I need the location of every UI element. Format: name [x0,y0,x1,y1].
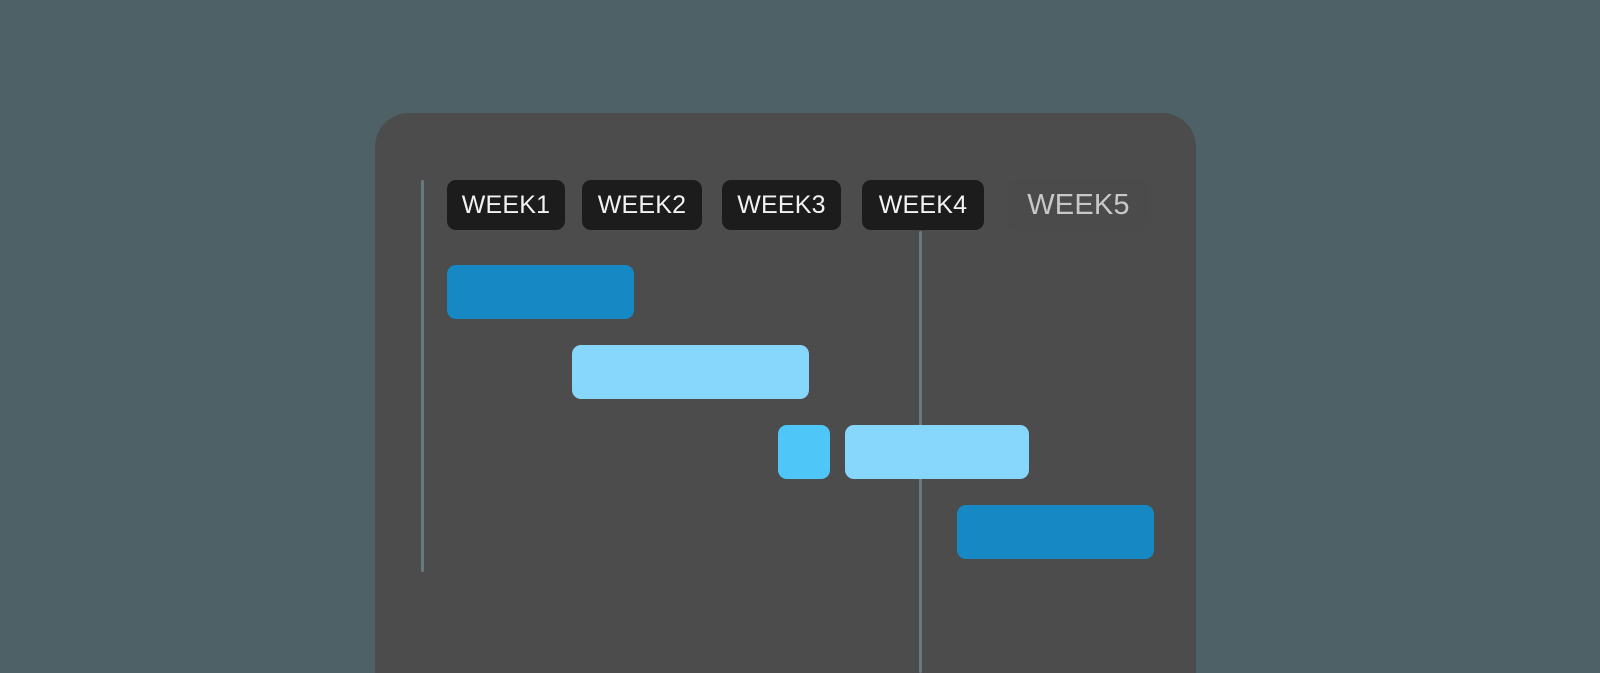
task-bar-4[interactable] [957,505,1154,559]
screenshot-stage: WEEK1 WEEK2 WEEK3 WEEK4 WEEK5 [375,113,1196,673]
gridline-week1-start [421,180,424,572]
task-bar-2[interactable] [572,345,809,399]
task-bar-3a[interactable] [778,425,830,479]
week-pill-2[interactable]: WEEK2 [582,180,702,230]
week-pill-3[interactable]: WEEK3 [722,180,841,230]
task-bar-1[interactable] [447,265,634,319]
gantt-chart-panel: WEEK1 WEEK2 WEEK3 WEEK4 WEEK5 [375,113,1196,673]
week-pill-4[interactable]: WEEK4 [862,180,984,230]
task-bar-3b[interactable] [845,425,1029,479]
week-pill-1[interactable]: WEEK1 [447,180,565,230]
week-pill-5[interactable]: WEEK5 [1007,180,1150,230]
